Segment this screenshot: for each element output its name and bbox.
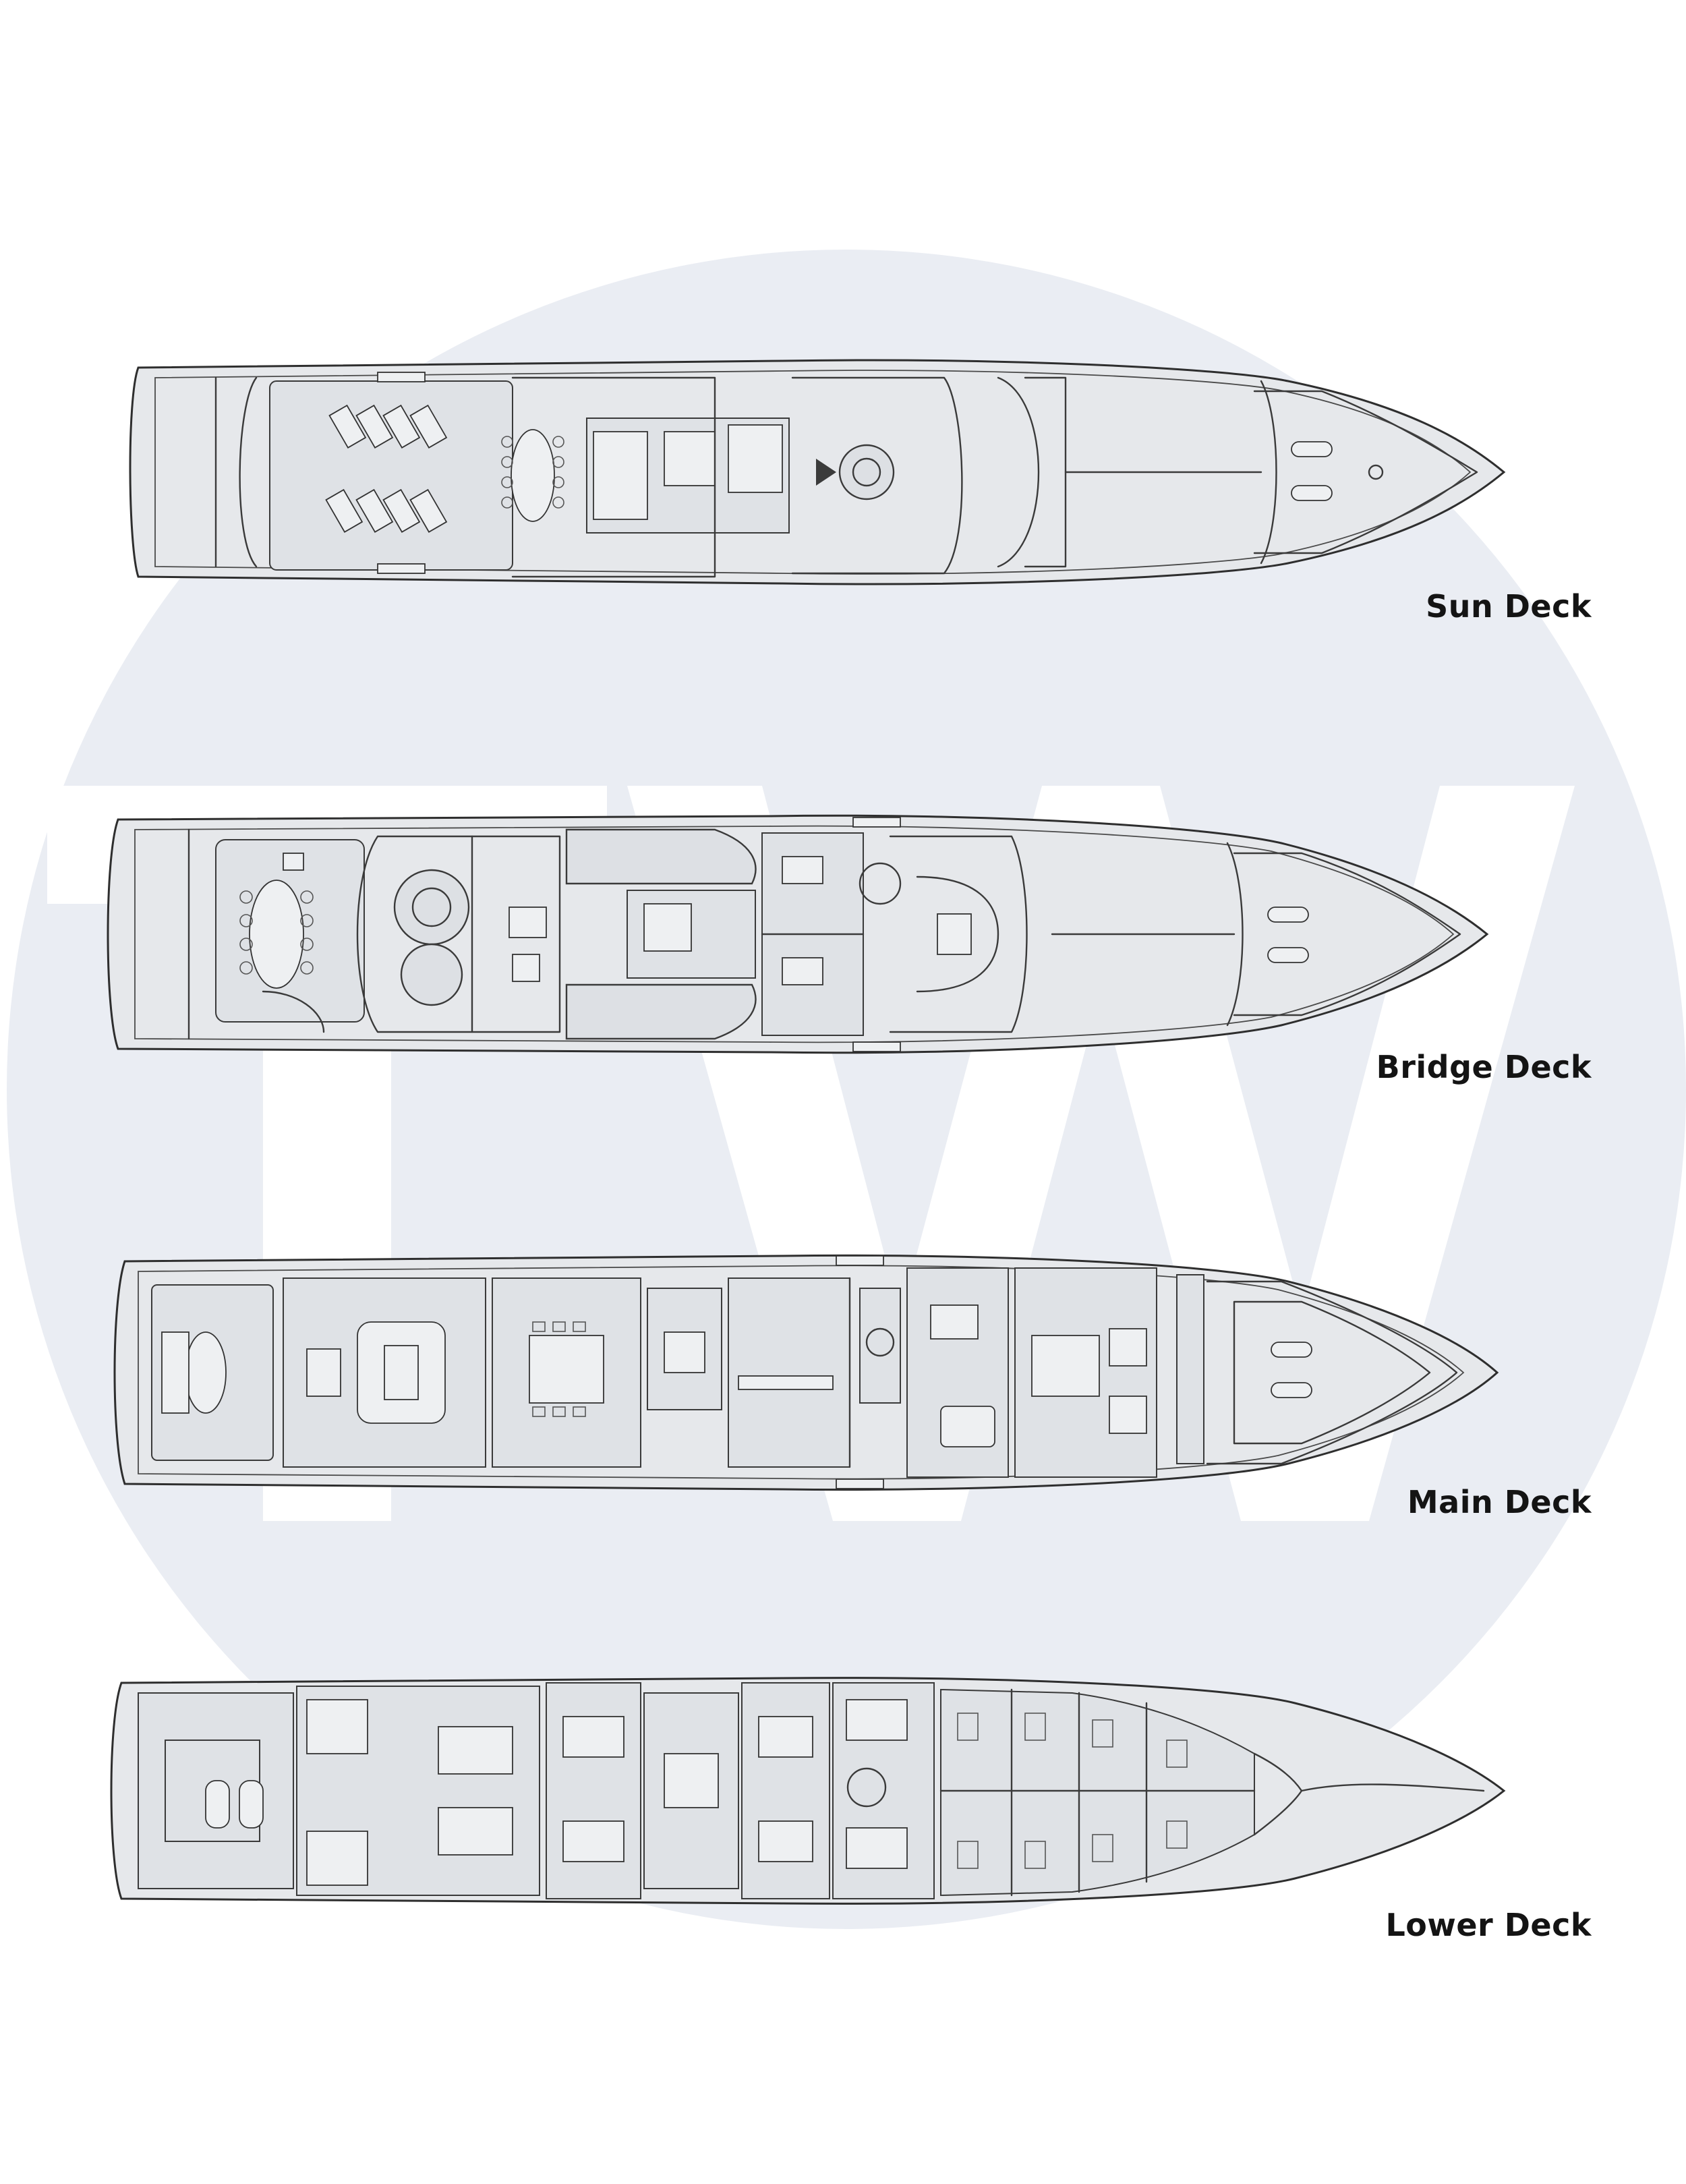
deck-label-bridge: Bridge Deck	[1376, 1049, 1592, 1085]
deck-label-sun: Sun Deck	[1426, 588, 1592, 625]
deck-label-main: Main Deck	[1407, 1484, 1592, 1520]
sunbeds-bottom	[325, 488, 448, 533]
sunbeds-top	[328, 404, 448, 449]
watermark-letter-t	[47, 786, 607, 1521]
deck-label-lower: Lower Deck	[1385, 1907, 1592, 1943]
